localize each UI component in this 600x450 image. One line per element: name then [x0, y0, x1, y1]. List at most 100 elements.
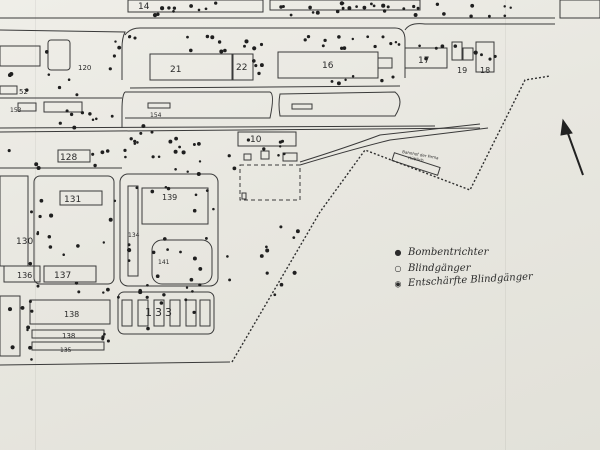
bomb-crater-dot — [62, 253, 65, 256]
bomb-crater-dot — [330, 79, 334, 83]
bomb-crater-dot — [145, 295, 149, 299]
bomb-crater-dot — [265, 271, 269, 275]
station-label: Bahnhof der Firma — [402, 149, 440, 160]
label-18: 18 — [480, 66, 490, 75]
bomb-crater-dot — [337, 35, 341, 39]
bomb-crater-dot — [192, 208, 197, 213]
bomb-crater-dot — [150, 130, 154, 134]
bomb-crater-dot — [26, 325, 31, 330]
bomb-crater-dot — [453, 44, 458, 48]
bomb-crater-dot — [219, 49, 224, 54]
bomb-crater-dot — [9, 71, 14, 77]
bomb-crater-dot — [503, 5, 506, 8]
label-138-lower: 138 — [62, 332, 75, 340]
label-130: 130 — [16, 237, 33, 247]
bomb-crater-dot — [223, 48, 227, 53]
bomb-crater-dot — [174, 168, 177, 171]
bomb-crater-dot — [172, 6, 177, 10]
bomb-crater-dot — [133, 139, 137, 143]
legend-label: Bombentrichter — [408, 246, 489, 258]
bomb-crater-dot — [162, 293, 166, 297]
label-16: 16 — [322, 61, 334, 71]
bomb-crater-dot — [262, 147, 266, 151]
bomb-crater-dot — [434, 46, 438, 50]
bomb-crater-dot — [7, 149, 11, 153]
bomb-crater-dot — [278, 145, 282, 148]
bomb-crater-dot — [315, 10, 320, 15]
bomb-crater-dot — [164, 185, 168, 189]
label-133: 133 — [145, 306, 175, 319]
bomb-crater-dot — [100, 150, 105, 155]
bomb-crater-dot — [20, 305, 25, 310]
bomb-crater-dot — [129, 137, 133, 141]
bomb-crater-dot — [339, 1, 344, 6]
bomb-crater-dot — [279, 5, 283, 9]
bomb-crater-dot — [344, 78, 347, 82]
bomb-crater-dot — [254, 64, 258, 68]
bomb-crater-dot — [105, 149, 110, 153]
bomb-crater-dot — [127, 259, 131, 262]
label-52: 52 — [19, 88, 28, 96]
bomb-crater-dot — [509, 6, 512, 9]
bomb-crater-dot — [226, 255, 229, 258]
bomb-crater-dot — [172, 10, 175, 13]
bomb-crater-dot — [69, 112, 74, 117]
bomb-crater-dot — [259, 254, 264, 258]
bomb-crater-dot — [88, 112, 92, 116]
bomb-crater-dot — [39, 198, 44, 203]
bomb-crater-dot — [28, 299, 32, 304]
bomb-crater-dot — [198, 266, 203, 271]
bomb-crater-dot — [469, 14, 473, 18]
label-136: 136 — [17, 271, 32, 280]
label-10: 10 — [250, 135, 262, 145]
bomb-crater-dot — [108, 217, 113, 222]
bomb-crater-dot — [487, 14, 491, 18]
fold-line — [505, 0, 506, 450]
bomb-crater-dot — [72, 125, 77, 130]
bomb-crater-dot — [292, 236, 296, 239]
bomb-crater-dot — [58, 121, 62, 125]
legend-label: Blindgänger — [408, 262, 471, 274]
bomb-crater-dot — [493, 54, 497, 58]
bomb-crater-dot — [101, 335, 105, 339]
bomb-crater-dot — [49, 213, 54, 218]
bomb-crater-dot — [295, 229, 300, 234]
bomb-crater-dot — [192, 310, 196, 315]
bomb-crater-dot — [166, 248, 169, 251]
bomb-crater-dot — [117, 45, 122, 50]
bomb-crater-dot — [113, 199, 117, 203]
legend-label: Entschärfte Blindgänger — [407, 270, 534, 289]
bomb-crater-dot — [168, 139, 173, 144]
bomb-crater-dot — [246, 138, 251, 142]
fold-line — [35, 0, 36, 450]
bomb-crater-dot — [80, 111, 85, 115]
bomb-crater-dot — [351, 37, 355, 41]
bomb-crater-dot — [30, 309, 34, 313]
label-21: 21 — [170, 65, 181, 75]
bomb-crater-dot — [77, 290, 81, 294]
bomb-crater-dot — [91, 152, 95, 156]
bomb-crater-dot — [67, 78, 71, 81]
bomb-crater-dot — [108, 67, 112, 71]
bomb-crater-dot — [146, 283, 149, 287]
label-154: 154 — [150, 112, 162, 119]
bomb-crater-dot — [308, 5, 312, 10]
station-label-2: Hüttlich — [408, 155, 425, 163]
bomb-crater-dot — [36, 230, 40, 234]
bomb-crater-dot — [257, 71, 261, 76]
label-138: 138 — [64, 310, 79, 319]
bomb-crater-dot — [135, 186, 139, 190]
bomb-crater-dot — [116, 295, 120, 299]
bomb-crater-dot — [124, 155, 127, 159]
bomb-crater-dot — [280, 139, 285, 143]
bomb-crater-dot — [152, 13, 158, 18]
bomb-crater-dot — [306, 34, 311, 39]
bomb-crater-dot — [424, 56, 428, 61]
bomb-crater-dot — [212, 207, 215, 211]
bomb-crater-dot — [380, 78, 384, 83]
bomb-crater-dot — [265, 248, 270, 253]
bomb-crater-dot — [185, 286, 189, 289]
bomb-crater-dot — [389, 42, 393, 46]
bomb-crater-dot — [210, 35, 215, 40]
bomb-crater-dot — [106, 339, 110, 343]
